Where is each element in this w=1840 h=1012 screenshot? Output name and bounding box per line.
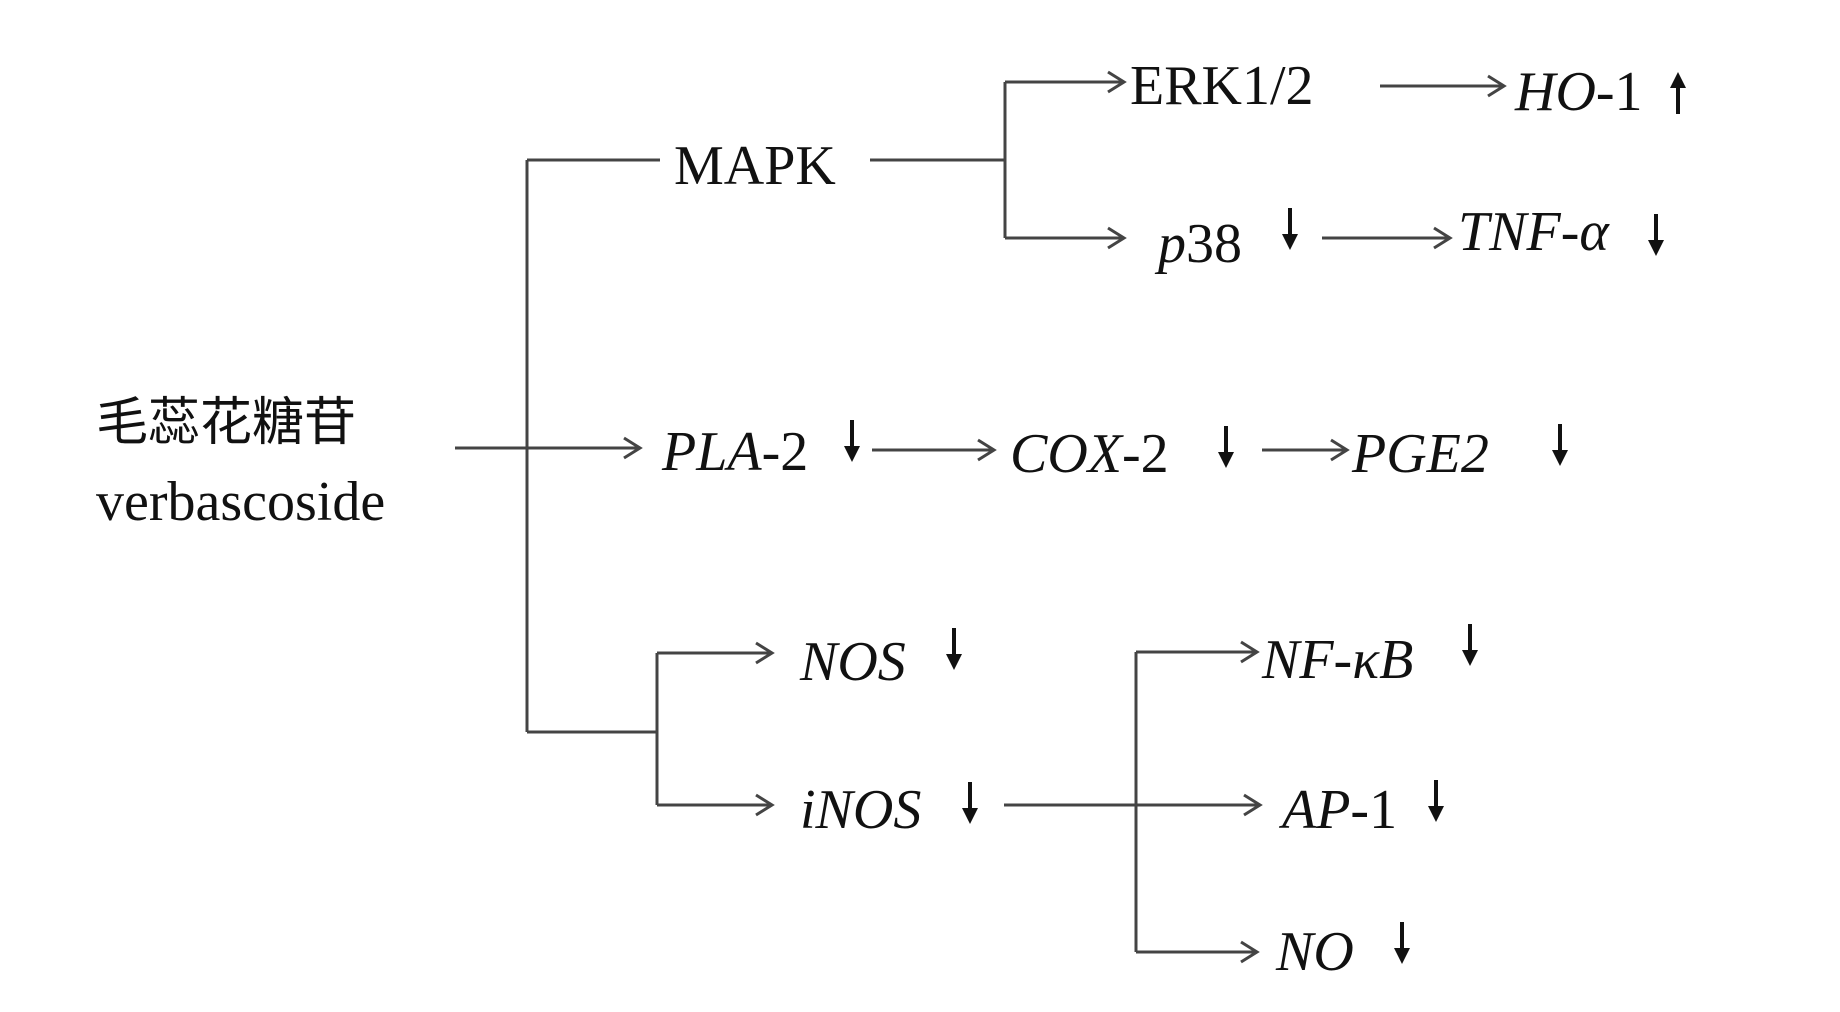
down-arrow-icon <box>844 446 860 462</box>
erk-arrowhead <box>1107 70 1127 94</box>
node-cox2-italic: COX <box>1010 423 1125 485</box>
node-no-italic: NO <box>1275 921 1354 983</box>
node-ho1-italic: HO <box>1514 61 1596 123</box>
node-ap1-plain: -1 <box>1350 779 1397 841</box>
node-p38-plain: 38 <box>1186 213 1242 275</box>
node-ap1-italic: AP <box>1278 779 1350 841</box>
indicator-pge2 <box>1552 424 1568 466</box>
nos-arrowhead <box>755 641 775 665</box>
node-ap1: AP-1 <box>1278 779 1397 841</box>
indicator-ap1 <box>1428 780 1444 822</box>
indicator-pla2 <box>844 420 860 462</box>
node-ho1-plain: -1 <box>1596 61 1643 123</box>
up-arrow-icon <box>1670 72 1686 88</box>
indicator-ho1 <box>1670 72 1686 114</box>
p38-arrowhead <box>1107 226 1127 250</box>
down-arrow-icon <box>1218 452 1234 468</box>
node-inos-italic: iNOS <box>800 779 921 841</box>
source-name-en: verbascoside <box>96 471 385 533</box>
node-mapk: MAPK <box>674 135 836 197</box>
down-arrow-icon <box>1648 240 1664 256</box>
down-arrow-icon <box>962 808 978 824</box>
node-no: NO <box>1275 921 1354 983</box>
node-nfkb-italic: NF-κB <box>1261 629 1413 691</box>
indicator-inos <box>962 782 978 824</box>
node-tnf: TNF-α <box>1458 201 1610 263</box>
inos-arrowhead <box>755 793 775 817</box>
node-nos: NOS <box>799 631 906 693</box>
node-pla2-italic: PLA <box>661 421 762 483</box>
ho1-arrowhead <box>1487 74 1507 98</box>
node-p38-italic: p <box>1154 213 1186 275</box>
node-inos: iNOS <box>800 779 921 841</box>
indicator-no <box>1394 922 1410 964</box>
node-pge2: PGE2 <box>1351 423 1489 485</box>
down-arrow-icon <box>1552 450 1568 466</box>
node-pge2-plain: 2 <box>1461 423 1489 485</box>
indicator-p38 <box>1282 208 1298 250</box>
source-name-zh: 毛蕊花糖苷 <box>96 393 356 453</box>
indicator-tnf <box>1648 214 1664 256</box>
node-nos-italic: NOS <box>799 631 906 693</box>
tnf-arrowhead <box>1433 226 1453 250</box>
indicator-cox2 <box>1218 426 1234 468</box>
connectors <box>455 70 1507 964</box>
node-pla2-plain: -2 <box>762 421 809 483</box>
pge2-arrowhead <box>1330 438 1350 462</box>
down-arrow-icon <box>1394 948 1410 964</box>
down-arrow-icon <box>1428 806 1444 822</box>
node-pge2-italic: PGE <box>1351 423 1461 485</box>
node-p38: p38 <box>1154 213 1242 275</box>
indicator-nfkb <box>1462 624 1478 666</box>
ap1-arrowhead <box>1243 793 1263 817</box>
node-nfkb: NF-κB <box>1261 629 1413 691</box>
node-ho1: HO-1 <box>1514 61 1643 123</box>
down-arrow-icon <box>1282 234 1298 250</box>
indicator-nos <box>946 628 962 670</box>
node-cox2-plain: -2 <box>1122 423 1169 485</box>
nfkb-arrowhead <box>1240 640 1260 664</box>
down-arrow-icon <box>946 654 962 670</box>
node-pla2: PLA-2 <box>661 421 808 483</box>
no-arrowhead <box>1240 940 1260 964</box>
node-cox2: COX-2 <box>1010 423 1169 485</box>
node-tnf-italic: TNF-α <box>1458 201 1610 263</box>
cox2-arrowhead <box>977 438 997 462</box>
pla2-arrowhead <box>623 436 643 460</box>
node-erk: ERK1/2 <box>1130 55 1314 117</box>
down-arrow-icon <box>1462 650 1478 666</box>
